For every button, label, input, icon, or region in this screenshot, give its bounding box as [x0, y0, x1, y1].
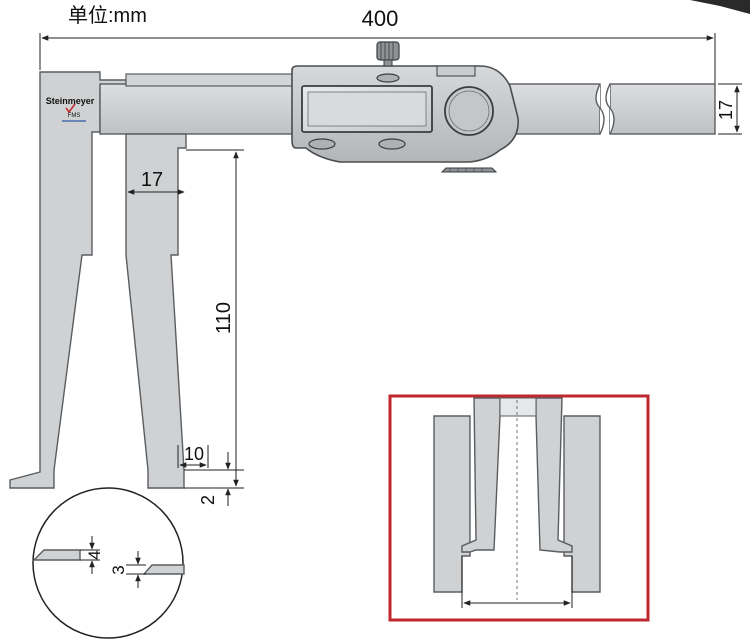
unit-label: 单位:mm: [68, 4, 147, 27]
tip-width-dimension: 10: [177, 444, 209, 468]
tip-offset-label: 2: [198, 495, 218, 505]
caliper-body-icon: Steinmeyer FMS: [9, 41, 716, 489]
measurement-example-icon: [388, 394, 650, 622]
tip-height-b-label: 3: [109, 565, 128, 574]
tip-detail-view: 4 3: [32, 487, 185, 639]
jaw-width-dimension: 17: [127, 169, 185, 195]
brand-name: Steinmeyer: [46, 96, 95, 106]
lcd-display-icon: [301, 85, 433, 133]
tip-offset-dimension: 2: [184, 452, 244, 506]
jaw-depth-label: 110: [213, 302, 235, 334]
corner-ribbon: [690, 0, 750, 14]
jaw-depth-dimension: 110: [186, 149, 244, 487]
brand-sub: FMS: [68, 113, 81, 119]
thumbwheel-icon: [440, 86, 498, 173]
total-length-label: 400: [362, 6, 399, 31]
beam-height-dimension: 17: [716, 83, 742, 135]
total-length-dimension: 400: [39, 6, 716, 134]
tip-width-label: 10: [184, 444, 204, 464]
tip-height-a-label: 4: [85, 550, 104, 559]
jaw-width-label: 17: [141, 169, 163, 191]
beam-height-label: 17: [716, 100, 736, 120]
